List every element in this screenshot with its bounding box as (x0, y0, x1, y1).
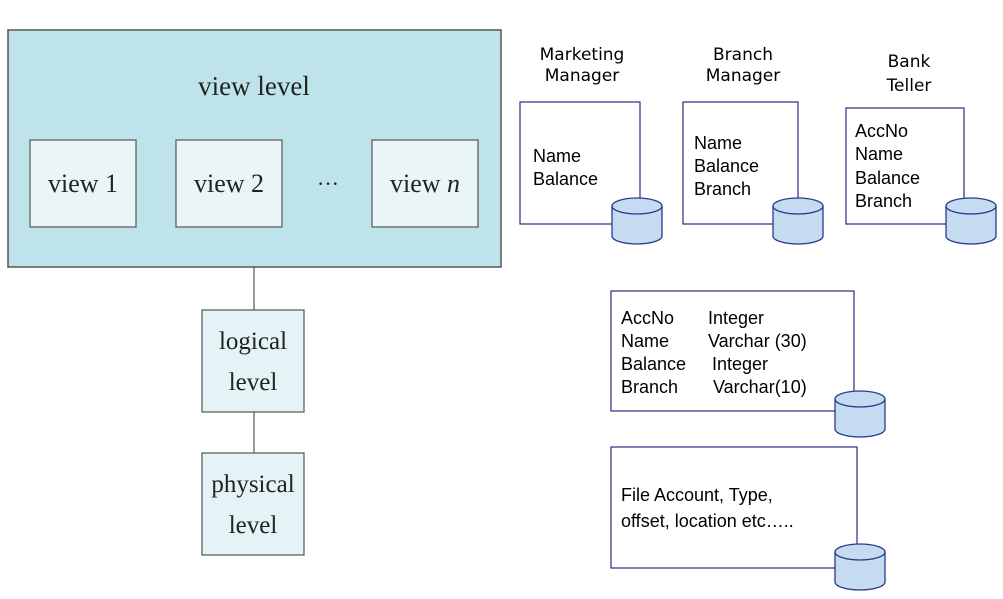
schema-field: Balance (621, 354, 686, 374)
view-1-label: view 1 (48, 169, 118, 198)
physical-line: File Account, Type, (621, 485, 773, 505)
logical-schema-box (610, 290, 855, 412)
branch-field: Branch (694, 179, 751, 199)
user-title-marketing-line1: Marketing (540, 45, 625, 65)
marketing-view-box (519, 101, 641, 225)
user-title-branch-line1: Branch (713, 45, 773, 65)
user-title-branch-line2: Manager (706, 66, 781, 86)
schema-field: Name (621, 331, 669, 351)
user-title-teller-line2: Teller (886, 76, 932, 96)
view-1-box (29, 139, 137, 228)
branch-field: Balance (694, 156, 759, 176)
view-n-prefix: view (390, 169, 447, 198)
physical-level-label-line2: level (229, 512, 278, 539)
database-icon (611, 197, 663, 245)
teller-view-box (845, 107, 965, 225)
physical-line: offset, location etc….. (621, 511, 794, 531)
teller-field: Name (855, 144, 903, 164)
logical-level-box (201, 309, 305, 413)
database-icon (834, 390, 886, 438)
user-title-teller-line1: Bank (888, 52, 931, 72)
physical-level-box (201, 452, 305, 556)
user-title-marketing-line2: Manager (545, 66, 620, 86)
view-n-label: view n (390, 169, 460, 198)
marketing-field: Balance (533, 169, 598, 189)
database-icon (945, 197, 997, 245)
schema-type: Varchar (30) (708, 331, 807, 351)
view-2-label: view 2 (194, 169, 264, 198)
schema-type: Varchar(10) (713, 377, 807, 397)
schema-field: AccNo (621, 308, 674, 328)
teller-field: AccNo (855, 121, 908, 141)
database-icon (834, 543, 886, 591)
view-n-suffix: n (447, 169, 460, 198)
logical-level-label-line1: logical (219, 328, 287, 355)
marketing-field: Name (533, 146, 581, 166)
schema-type: Integer (712, 354, 768, 374)
physical-level-label-line1: physical (211, 471, 294, 498)
schema-field: Branch (621, 377, 678, 397)
view-level-label: view level (198, 71, 310, 101)
views-ellipsis: ··· (317, 171, 339, 196)
view-n-box (371, 139, 479, 228)
teller-field: Branch (855, 191, 912, 211)
schema-type: Integer (708, 308, 764, 328)
physical-schema-box (610, 446, 858, 569)
branch-field: Name (694, 133, 742, 153)
database-icon (772, 197, 824, 245)
teller-field: Balance (855, 168, 920, 188)
logical-level-label-line2: level (229, 369, 278, 396)
view-2-box (175, 139, 283, 228)
